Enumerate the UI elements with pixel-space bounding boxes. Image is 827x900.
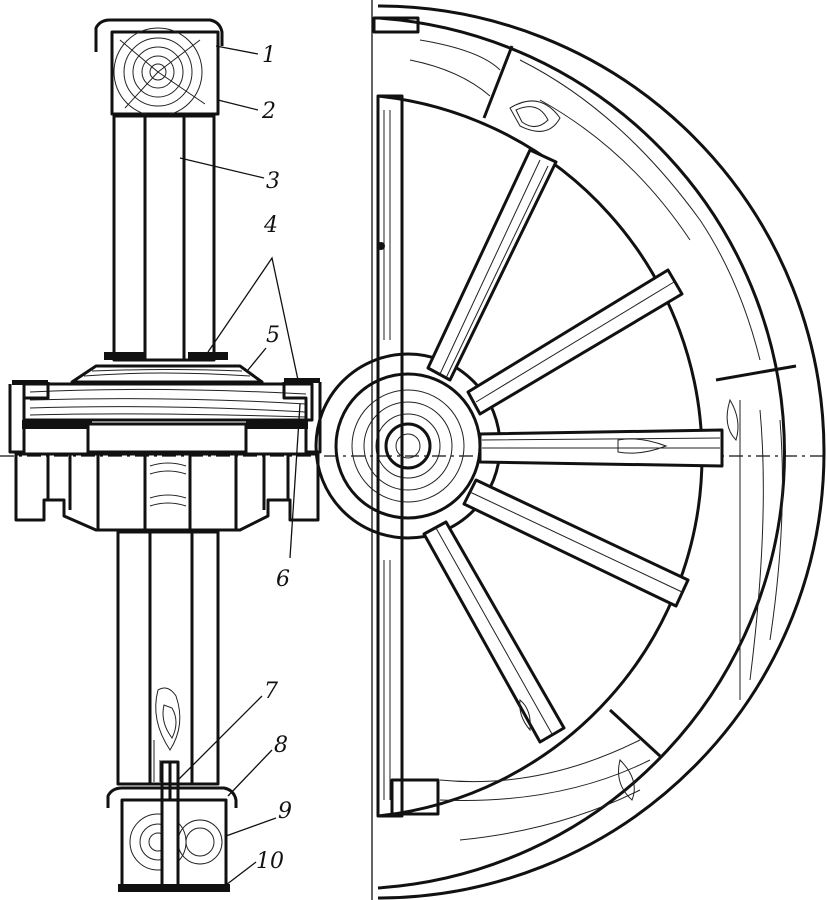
callout-10: 10 <box>256 849 284 874</box>
callout-4: 4 <box>263 213 278 238</box>
lower-tire-band <box>118 884 230 892</box>
elevation-view <box>314 4 826 900</box>
spokes <box>422 148 724 744</box>
axle-box <box>86 422 248 454</box>
upper-spoke <box>112 114 216 362</box>
callouts: 1 2 3 4 5 6 7 8 9 10 <box>256 43 292 874</box>
spoke-washer-left <box>104 352 144 360</box>
spoke-grain <box>435 159 721 735</box>
sectional-view <box>8 18 322 892</box>
axle-bushing-right <box>246 420 308 429</box>
leader-lines <box>177 45 301 889</box>
callout-8: 8 <box>274 733 288 758</box>
top-felloe <box>110 30 220 116</box>
top-felloe-rings <box>113 27 206 117</box>
lower-tire-top <box>106 786 238 808</box>
callout-7: 7 <box>264 679 278 704</box>
spoke-washer-right <box>188 352 228 360</box>
spoke-1 <box>426 148 558 382</box>
hub-upper-taper <box>70 364 264 384</box>
top-clip <box>372 16 420 34</box>
callout-3: 3 <box>266 169 280 194</box>
callout-9: 9 <box>278 799 292 824</box>
bottom-clip <box>390 778 440 816</box>
left-edge-strip <box>376 94 404 818</box>
spoke-4 <box>462 478 690 608</box>
top-tire <box>94 18 224 52</box>
callout-6: 6 <box>276 567 290 592</box>
hub-lower <box>14 452 320 532</box>
wheel-tire-outer <box>377 4 826 900</box>
axle-bushing-left <box>22 420 92 429</box>
callout-1: 1 <box>262 43 276 68</box>
lower-spoke <box>116 530 220 786</box>
lower-felloe-dowel <box>160 798 180 888</box>
felloe-grain <box>409 39 783 841</box>
callout-2: 2 <box>261 99 276 124</box>
callout-5: 5 <box>266 323 280 348</box>
